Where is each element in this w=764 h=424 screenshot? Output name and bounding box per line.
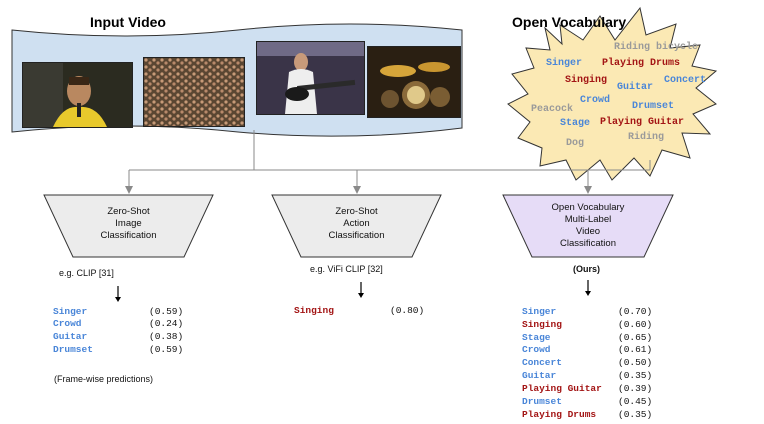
ours-classification-block bbox=[502, 194, 674, 258]
vocab-word: Playing Guitar bbox=[600, 117, 685, 128]
result-arrowheads bbox=[115, 291, 591, 302]
vocab-word: Crowd bbox=[580, 95, 611, 106]
result-label: Playing Drums bbox=[522, 409, 597, 420]
result-score: (0.24) bbox=[149, 318, 184, 329]
result-label: Stage bbox=[522, 332, 551, 343]
vocab-word: Riding bicycle bbox=[614, 42, 699, 53]
result-label: Concert bbox=[522, 357, 562, 368]
action-block-title: Zero-Shot Action Classification bbox=[301, 206, 412, 242]
result-row: Playing Drums (0.35) bbox=[522, 409, 682, 421]
result-label: Drumset bbox=[522, 396, 562, 407]
result-score: (0.59) bbox=[149, 344, 184, 355]
result-label: Guitar bbox=[53, 331, 88, 342]
singer-frame-art bbox=[23, 63, 132, 127]
vocab-word: Guitar bbox=[617, 82, 654, 93]
result-row: Stage (0.65) bbox=[522, 332, 682, 344]
result-row: Singer (0.59) bbox=[53, 306, 213, 318]
vocab-word: Stage bbox=[560, 118, 591, 129]
image-block-line-1: Zero-Shot bbox=[107, 206, 150, 217]
crowd-frame-art bbox=[144, 58, 244, 126]
connector-arrowheads bbox=[125, 186, 592, 194]
result-score: (0.60) bbox=[618, 319, 653, 330]
action-method-note: e.g. ViFi CLIP [32] bbox=[310, 264, 383, 274]
action-block-line-1: Zero-Shot bbox=[335, 206, 378, 217]
vocab-word: Drumset bbox=[632, 101, 675, 112]
vocab-word: Singer bbox=[546, 58, 583, 69]
result-label: Playing Guitar bbox=[522, 383, 602, 394]
result-row: Crowd (0.61) bbox=[522, 344, 682, 356]
vocab-word: Peacock bbox=[531, 104, 574, 115]
result-score: (0.39) bbox=[618, 383, 653, 394]
ours-method-note: (Ours) bbox=[573, 264, 600, 274]
vocab-word: Playing Drums bbox=[602, 58, 681, 69]
result-label: Singing bbox=[294, 305, 334, 316]
result-score: (0.59) bbox=[149, 306, 184, 317]
action-block-line-3: Classification bbox=[328, 230, 385, 241]
result-score: (0.70) bbox=[618, 306, 653, 317]
result-label: Singer bbox=[53, 306, 88, 317]
result-score: (0.35) bbox=[618, 370, 653, 381]
result-score: (0.61) bbox=[618, 344, 653, 355]
drums-frame-art bbox=[368, 47, 460, 117]
input-video-heading: Input Video bbox=[90, 14, 166, 30]
result-row: Guitar (0.35) bbox=[522, 370, 682, 382]
ours-block-line-2: Multi-Label bbox=[564, 214, 612, 225]
image-classification-block bbox=[43, 194, 214, 258]
result-row: Singing (0.80) bbox=[294, 305, 434, 317]
result-row: Singer (0.70) bbox=[522, 306, 682, 318]
image-block-line-2: Image bbox=[115, 218, 142, 229]
result-label: Crowd bbox=[53, 318, 82, 329]
result-label: Guitar bbox=[522, 370, 557, 381]
result-label: Crowd bbox=[522, 344, 551, 355]
result-row: Drumset (0.59) bbox=[53, 344, 213, 356]
result-score: (0.38) bbox=[149, 331, 184, 342]
vocab-word: Dog bbox=[566, 138, 585, 149]
framewise-note: (Frame-wise predictions) bbox=[54, 374, 154, 384]
crowd-frame bbox=[143, 57, 245, 127]
connector-lines bbox=[128, 130, 651, 188]
image-method-note: e.g. CLIP [31] bbox=[59, 268, 114, 278]
result-row: Drumset (0.45) bbox=[522, 396, 682, 408]
vocabulary-starburst bbox=[507, 6, 718, 181]
action-classification-block bbox=[271, 194, 442, 258]
action-block-line-2: Action bbox=[343, 218, 370, 229]
result-row: Concert (0.50) bbox=[522, 357, 682, 369]
drums-frame bbox=[367, 46, 461, 118]
image-block-title: Zero-Shot Image Classification bbox=[73, 206, 184, 242]
result-row: Guitar (0.38) bbox=[53, 331, 213, 343]
ours-block-line-4: Classification bbox=[560, 238, 616, 249]
result-score: (0.65) bbox=[618, 332, 653, 343]
result-label: Singing bbox=[522, 319, 562, 330]
image-block-line-3: Classification bbox=[100, 230, 157, 241]
result-row: Playing Guitar (0.39) bbox=[522, 383, 682, 395]
ours-block-line-3: Video bbox=[575, 226, 601, 237]
result-label: Drumset bbox=[53, 344, 93, 355]
result-arrows bbox=[117, 280, 589, 298]
result-row: Crowd (0.24) bbox=[53, 318, 213, 330]
result-score: (0.80) bbox=[390, 305, 425, 316]
guitarist-frame-art bbox=[257, 42, 364, 114]
result-score: (0.35) bbox=[618, 409, 653, 420]
ours-block-line-1: Open Vocabulary bbox=[551, 202, 625, 213]
guitarist-frame bbox=[256, 41, 365, 115]
ours-block-title: Open Vocabulary Multi-Label Video Classi… bbox=[532, 202, 644, 250]
vocab-word: Concert bbox=[664, 75, 707, 86]
result-score: (0.45) bbox=[618, 396, 653, 407]
result-score: (0.50) bbox=[618, 357, 653, 368]
open-vocabulary-heading: Open Vocabulary bbox=[512, 14, 627, 30]
singer-frame bbox=[22, 62, 133, 128]
vocab-word: Riding bbox=[628, 132, 665, 143]
result-row: Singing (0.60) bbox=[522, 319, 682, 331]
result-label: Singer bbox=[522, 306, 557, 317]
vocab-word: Singing bbox=[565, 75, 608, 86]
